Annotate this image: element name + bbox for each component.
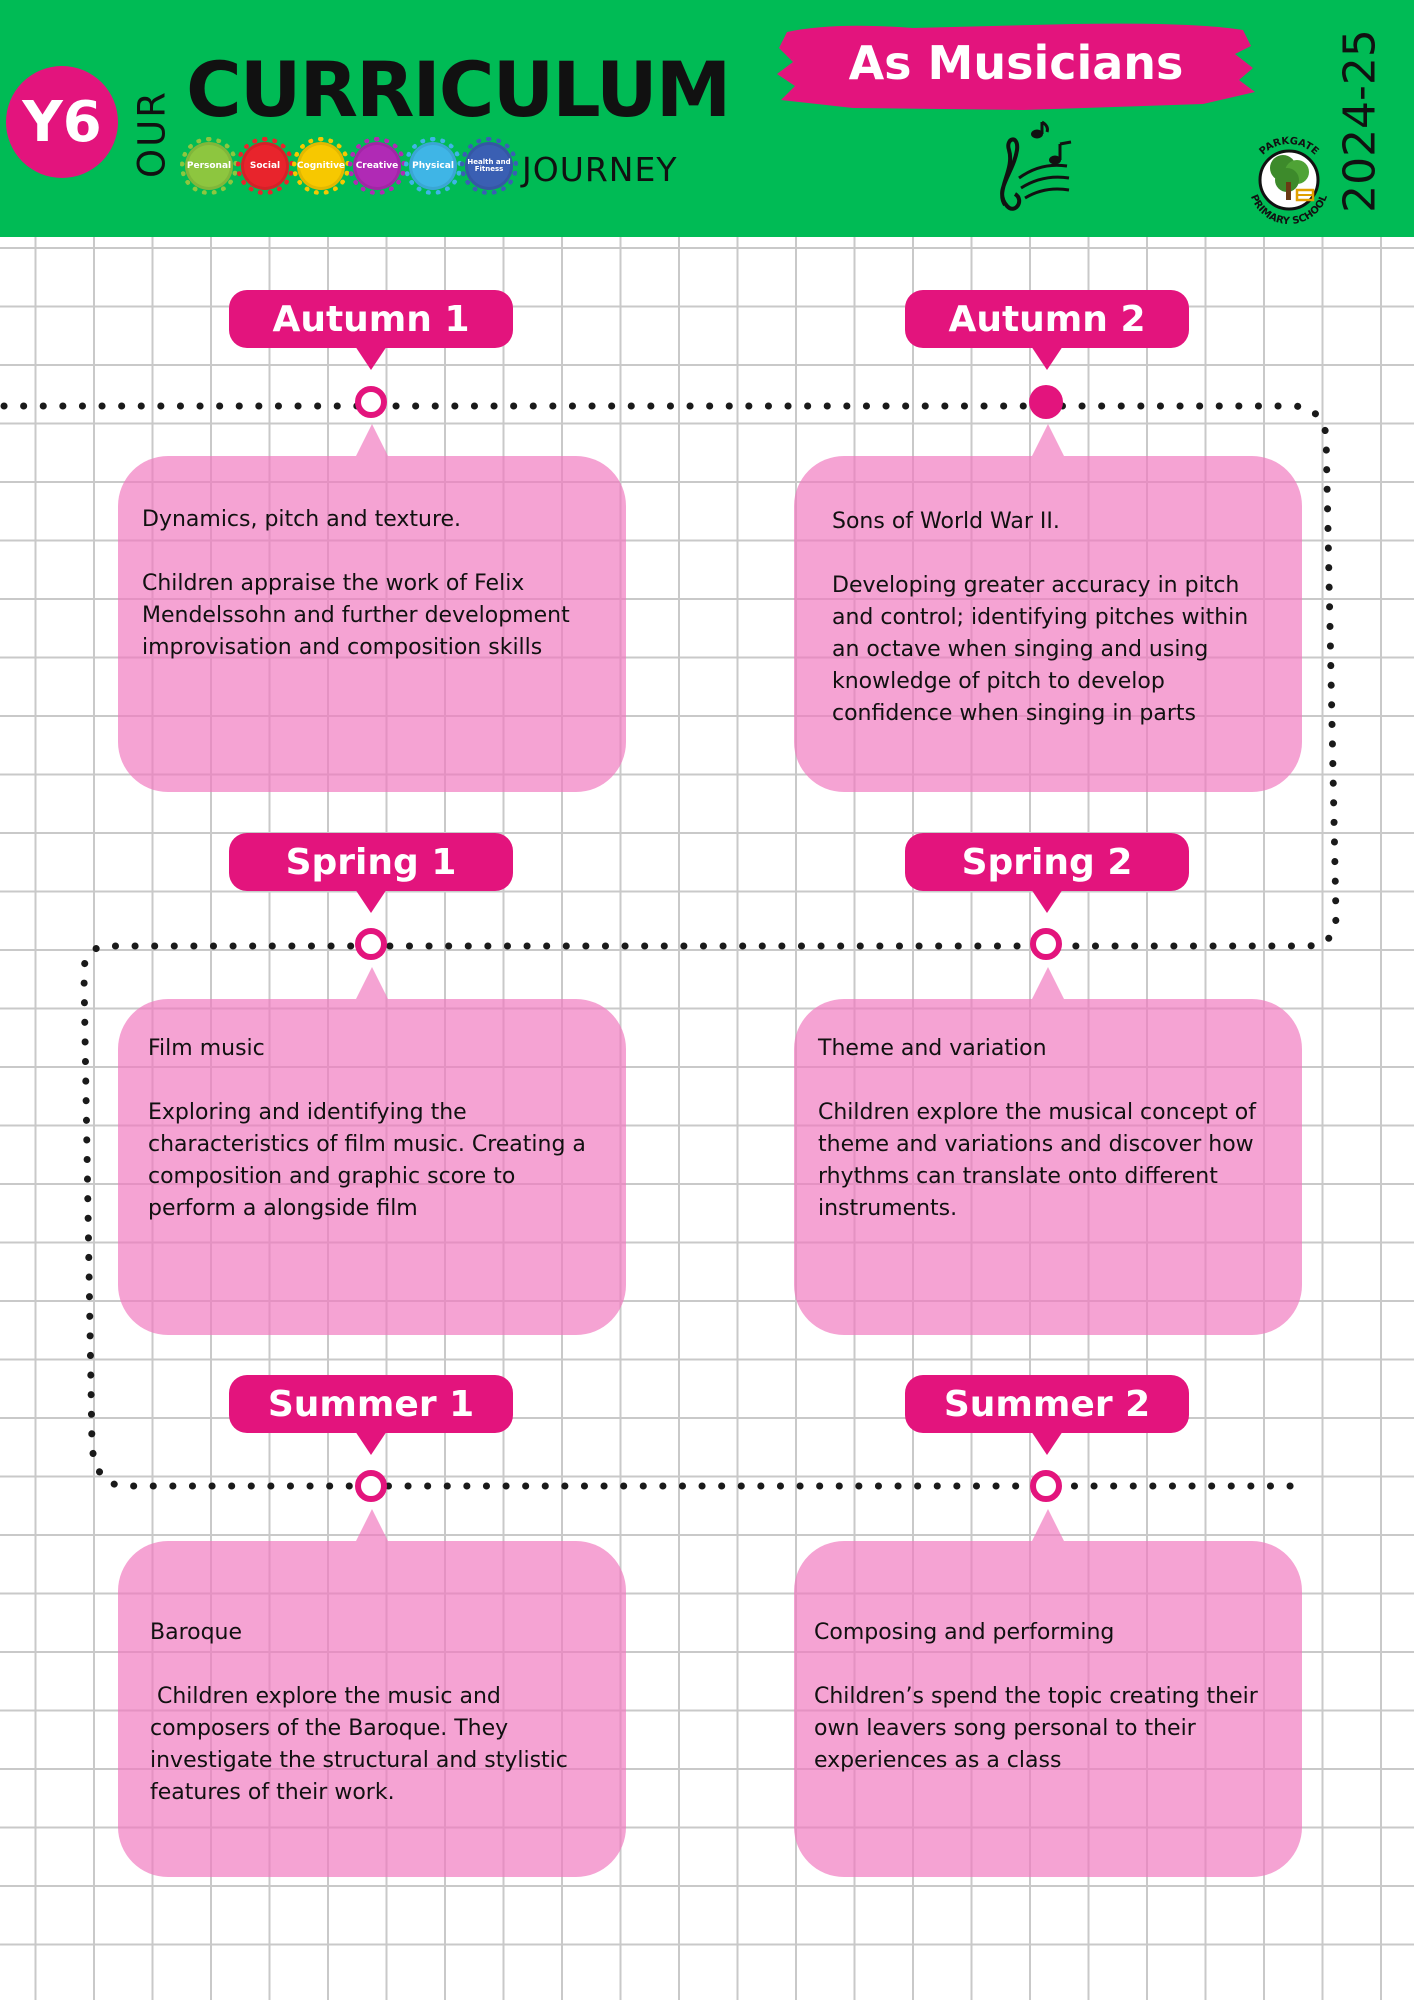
gear-icon: Physical <box>404 137 462 195</box>
gear-icon: Creative <box>348 137 406 195</box>
music-notes-icon <box>1000 120 1072 211</box>
term-label-autumn-1: Autumn 1 <box>229 290 513 348</box>
term-label-autumn-2: Autumn 2 <box>905 290 1189 348</box>
term-card-summer-2: Composing and performing Children’s spen… <box>794 1541 1302 1877</box>
term-card-title: Dynamics, pitch and texture. <box>142 507 462 532</box>
term-card-spring-2: Theme and variation Children explore the… <box>794 999 1302 1335</box>
gear-icon: Health and Fitness <box>460 137 518 195</box>
term-card-autumn-2: Sons of World War II. Developing greater… <box>794 456 1302 792</box>
term-label-summer-1: Summer 1 <box>229 1375 513 1433</box>
timeline-marker-summer-1 <box>355 1470 387 1502</box>
journey-label: JOURNEY <box>522 150 678 189</box>
term-card-spring-1: Film music Exploring and identifying the… <box>118 999 626 1335</box>
school-logo: PARKGATE PRIMARY SCHOOL <box>1248 136 1330 227</box>
term-card-description: Children’s spend the topic creating thei… <box>814 1684 1258 1773</box>
gear-icon: Social <box>236 137 294 195</box>
term-card-description: Exploring and identifying the characteri… <box>148 1100 586 1221</box>
term-card-title: Baroque <box>150 1620 243 1645</box>
term-card-title: Film music <box>148 1036 265 1061</box>
term-card-autumn-1: Dynamics, pitch and texture. Children ap… <box>118 456 626 792</box>
timeline-marker-spring-1 <box>355 928 387 960</box>
term-card-description: Children explore the musical concept of … <box>818 1100 1256 1221</box>
timeline-marker-autumn-1 <box>355 386 387 418</box>
term-label-summer-2: Summer 2 <box>905 1375 1189 1433</box>
term-card-description: Children appraise the work of Felix Mend… <box>142 571 570 660</box>
curriculum-title: CURRICULUM <box>186 45 731 134</box>
term-card-summer-1: Baroque Children explore the music and c… <box>118 1541 626 1877</box>
brush-stroke-icon <box>777 23 1255 111</box>
term-label-spring-1: Spring 1 <box>229 833 513 891</box>
timeline-marker-autumn-2 <box>1029 385 1063 419</box>
header-banner: Y6 OUR CURRICULUM Personal Social Cognit… <box>0 0 1414 237</box>
year-group-badge: Y6 <box>6 66 118 178</box>
term-card-description: Developing greater accuracy in pitch and… <box>832 573 1249 726</box>
term-label-spring-2: Spring 2 <box>905 833 1189 891</box>
timeline-marker-summer-2 <box>1030 1470 1062 1502</box>
term-card-description: Children explore the music and composers… <box>150 1684 575 1805</box>
subject-banner: As Musicians <box>773 20 1259 120</box>
timeline-marker-spring-2 <box>1030 928 1062 960</box>
term-card-title: Sons of World War II. <box>832 509 1060 534</box>
gear-icon: Personal <box>180 137 238 195</box>
gear-icon: Cognitive <box>292 137 350 195</box>
term-card-title: Theme and variation <box>818 1036 1047 1061</box>
term-card-title: Composing and performing <box>814 1620 1115 1645</box>
